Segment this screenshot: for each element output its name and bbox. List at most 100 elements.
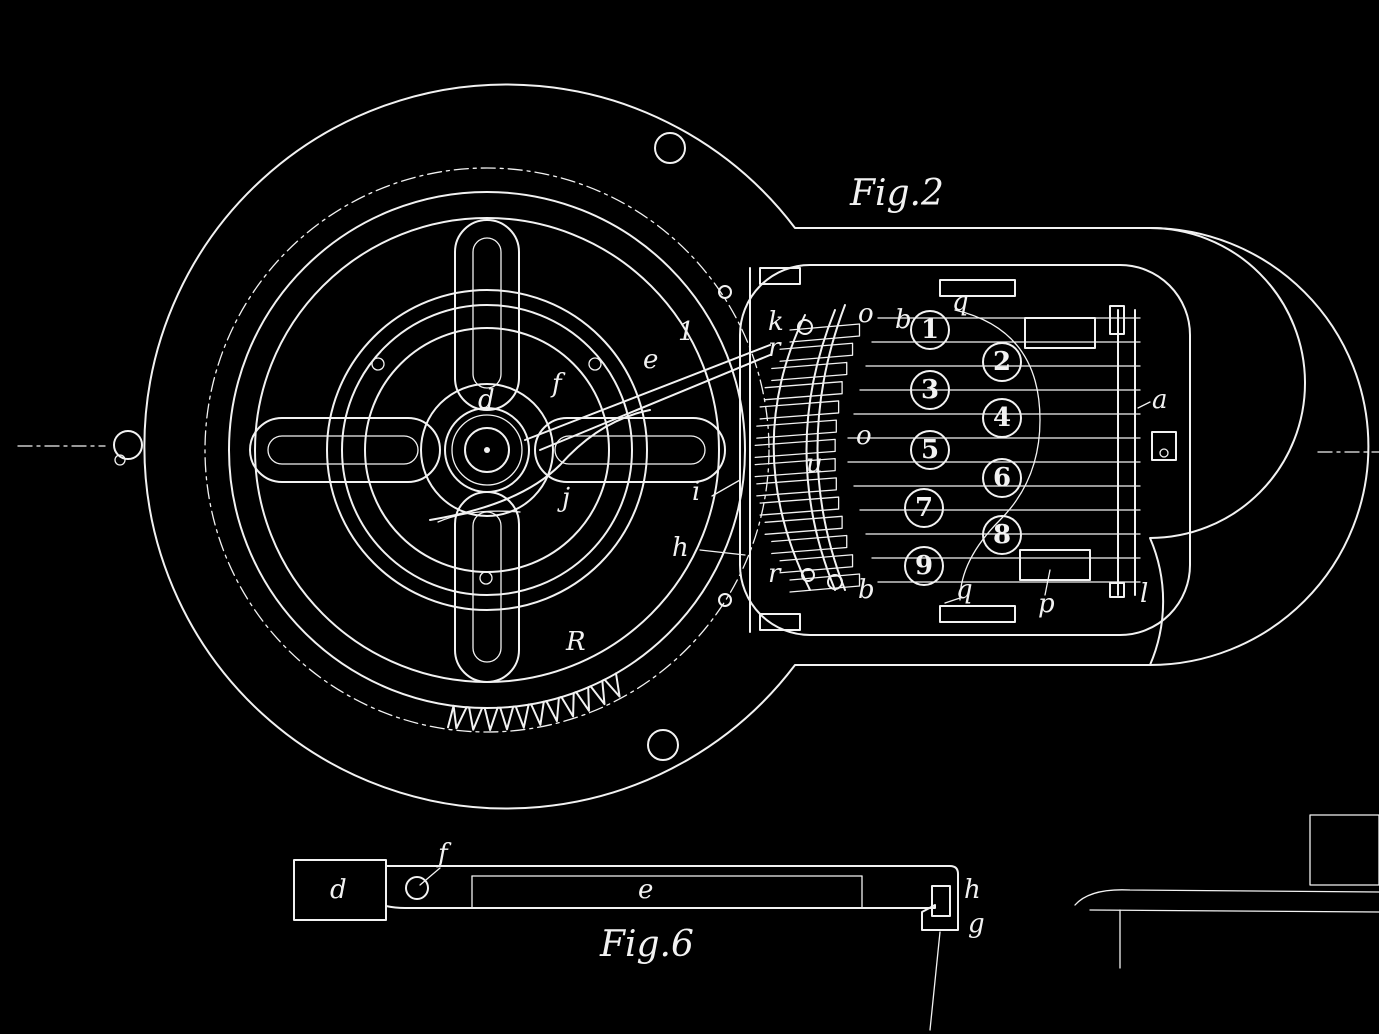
- partial-outline: [1074, 889, 1379, 969]
- leader-q: [944, 597, 961, 604]
- partial-block: [1309, 814, 1379, 886]
- housing-outline-right-lobe: [1149, 227, 1370, 666]
- comb-tooth: [756, 419, 837, 439]
- hub-collar: [444, 407, 530, 493]
- key-cluster-outline: [954, 309, 1041, 601]
- fig2-title: Fig.2: [849, 173, 944, 214]
- spoke-right: [534, 417, 726, 483]
- label-u: u: [806, 449, 823, 479]
- rod-q-top: [939, 279, 1016, 297]
- key-number-8: 8: [993, 520, 1011, 550]
- keyboard-frame: [739, 264, 1191, 636]
- key-circle-2: [982, 342, 1022, 382]
- latch-pin: [1159, 448, 1169, 458]
- label-o-mid: o: [856, 421, 872, 451]
- key-number-1: 1: [921, 315, 939, 345]
- gear-segment-R: [447, 672, 621, 731]
- lever-e: [524, 344, 771, 441]
- label-h: h: [672, 533, 689, 563]
- key-stems: [847, 317, 1141, 583]
- rod-q-bottom: [939, 605, 1016, 623]
- fig6-label-d: d: [330, 875, 347, 905]
- key-number-6: 6: [993, 463, 1011, 493]
- pin-h: [931, 885, 951, 917]
- key-circle-6: [982, 458, 1022, 498]
- comb-tooth: [779, 554, 854, 574]
- comb-tooth: [764, 381, 843, 401]
- wheel-screw: [588, 357, 602, 371]
- leader-i: [711, 479, 741, 497]
- key-circle-4: [982, 398, 1022, 438]
- spoke-left: [249, 417, 441, 483]
- spoke-bottom: [454, 491, 520, 683]
- key-circle-5: [910, 430, 950, 470]
- comb-tooth: [771, 534, 848, 555]
- label-b-top: b: [895, 305, 912, 335]
- key-number-9: 9: [915, 551, 933, 581]
- housing-outline: [143, 83, 1306, 810]
- key-number-4: 4: [993, 403, 1011, 433]
- spoke-slot: [472, 237, 502, 389]
- comb-tooth: [759, 496, 840, 516]
- leader-p: [1044, 569, 1051, 596]
- key-circle-9: [904, 546, 944, 586]
- wheel-ring: [341, 304, 633, 596]
- clamp-bottom: [1019, 549, 1091, 581]
- label-d: d: [478, 385, 495, 415]
- lever-arm: [385, 865, 959, 931]
- hub-centre: [484, 447, 490, 453]
- screw-hole: [114, 454, 126, 466]
- pivot-f: [405, 876, 429, 900]
- label-1: 1: [678, 317, 695, 347]
- bracket-top: [759, 267, 801, 285]
- label-r-bottom: r: [768, 559, 782, 589]
- label-r-top: r: [768, 333, 782, 363]
- comb-tooth: [771, 361, 848, 382]
- leader-a: [1137, 401, 1151, 409]
- screw-hole: [654, 132, 686, 164]
- comb-plate-inner: [816, 304, 846, 591]
- pivot: [797, 319, 813, 335]
- wheel-ring: [326, 289, 648, 611]
- lever-e: [539, 354, 771, 451]
- label-j: j: [557, 483, 570, 513]
- comb-tooth: [779, 342, 854, 362]
- hub-collar: [451, 414, 523, 486]
- hub-outer: [420, 383, 554, 517]
- figure-6: d f e h g Fig.6: [293, 839, 985, 1031]
- spoke-slot: [267, 435, 419, 465]
- label-o-top: o: [858, 299, 874, 329]
- comb-tooth: [789, 573, 861, 593]
- bracket-bottom: [759, 613, 801, 631]
- key-circle-8: [982, 515, 1022, 555]
- leader-f6: [419, 867, 441, 886]
- key-circle-7: [904, 488, 944, 528]
- label-f: f: [550, 369, 566, 399]
- comb-tooth: [754, 457, 836, 478]
- fig6-label-f: f: [436, 839, 452, 869]
- comb-plate-outer: [772, 314, 811, 591]
- label-q-top: q: [952, 287, 969, 317]
- screw-hole: [113, 430, 143, 460]
- label-k: k: [768, 307, 784, 337]
- fig6-title: Fig.6: [599, 924, 694, 965]
- screw-l-top: [1109, 305, 1125, 335]
- label-e: e: [643, 345, 658, 375]
- key-number-5: 5: [921, 435, 939, 465]
- key-number-7: 7: [915, 493, 933, 523]
- label-p: p: [1038, 589, 1055, 619]
- arc-j: [429, 409, 651, 521]
- latch: [1151, 431, 1177, 461]
- key-circle-1: [910, 310, 950, 350]
- label-q-bottom: q: [956, 575, 973, 605]
- label-b-bottom: b: [858, 575, 875, 605]
- label-i: i: [692, 477, 700, 507]
- comb-tooth: [756, 477, 837, 497]
- comb-tooth: [754, 438, 836, 459]
- comb-teeth: [754, 323, 861, 593]
- key-number-2: 2: [993, 347, 1011, 377]
- arc-inner: [437, 510, 521, 523]
- screw-hole: [647, 729, 679, 761]
